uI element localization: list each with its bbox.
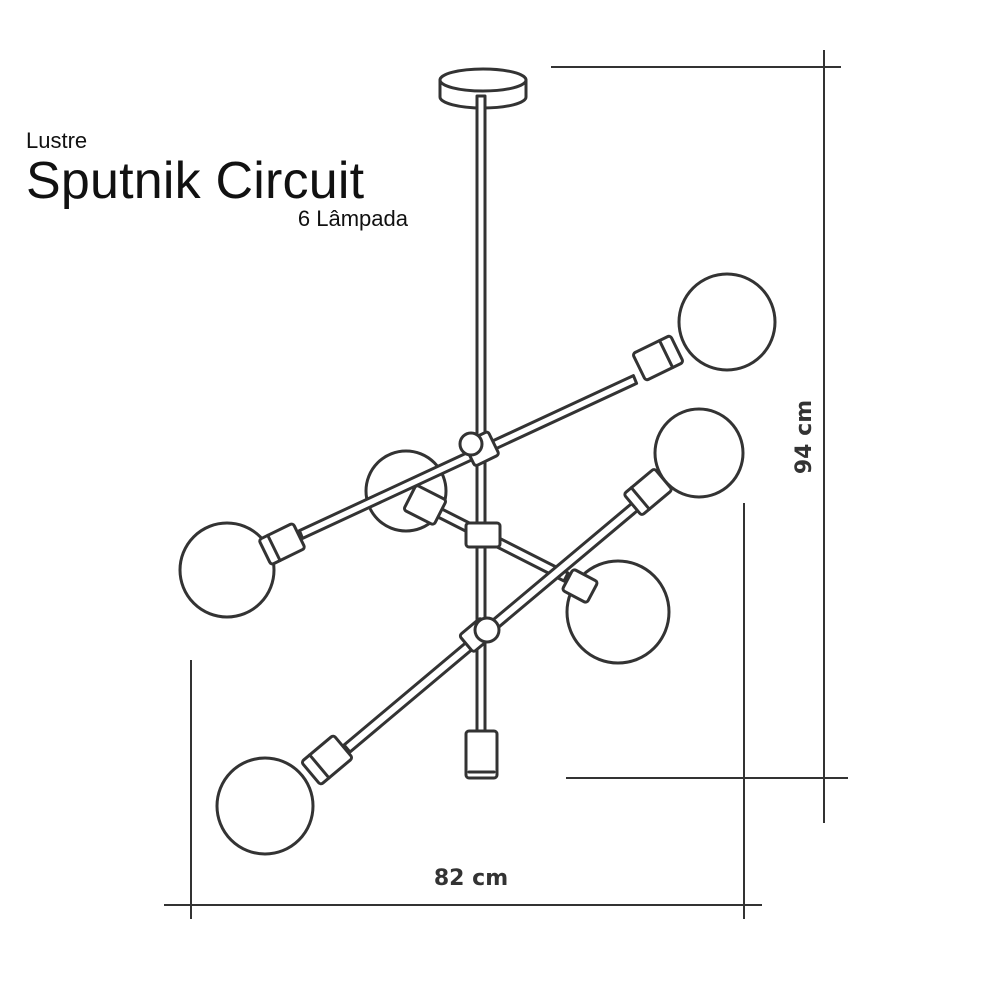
socket-left xyxy=(258,522,306,566)
product-name: Sputnik Circuit xyxy=(26,152,365,210)
hub-upper xyxy=(458,430,500,467)
bulb-left xyxy=(178,521,276,619)
hub-middle xyxy=(464,521,502,549)
socket-upper-right xyxy=(632,334,684,382)
product-type-label: Lustre xyxy=(26,128,88,153)
socket-bottom xyxy=(464,729,499,780)
socket-back xyxy=(403,484,447,526)
title-block: Lustre Sputnik Circuit 6 Lâmpada xyxy=(26,128,416,232)
socket-mid-right xyxy=(623,468,673,516)
lamp-count-label: 6 Lâmpada xyxy=(297,206,408,231)
arm-lower xyxy=(215,407,745,856)
bulb-mid-right xyxy=(653,407,745,499)
width-label: 82 cm xyxy=(434,866,508,891)
bulb-upper-right xyxy=(677,272,777,372)
height-label: 94 cm xyxy=(792,400,817,474)
socket-front-right xyxy=(561,568,599,604)
dimension-lines xyxy=(164,50,848,919)
bulb-lower-left xyxy=(215,756,315,856)
socket-lower-left xyxy=(300,734,354,786)
arm-middle xyxy=(403,484,671,665)
hub-lower xyxy=(473,616,501,644)
arm-upper xyxy=(178,272,777,619)
